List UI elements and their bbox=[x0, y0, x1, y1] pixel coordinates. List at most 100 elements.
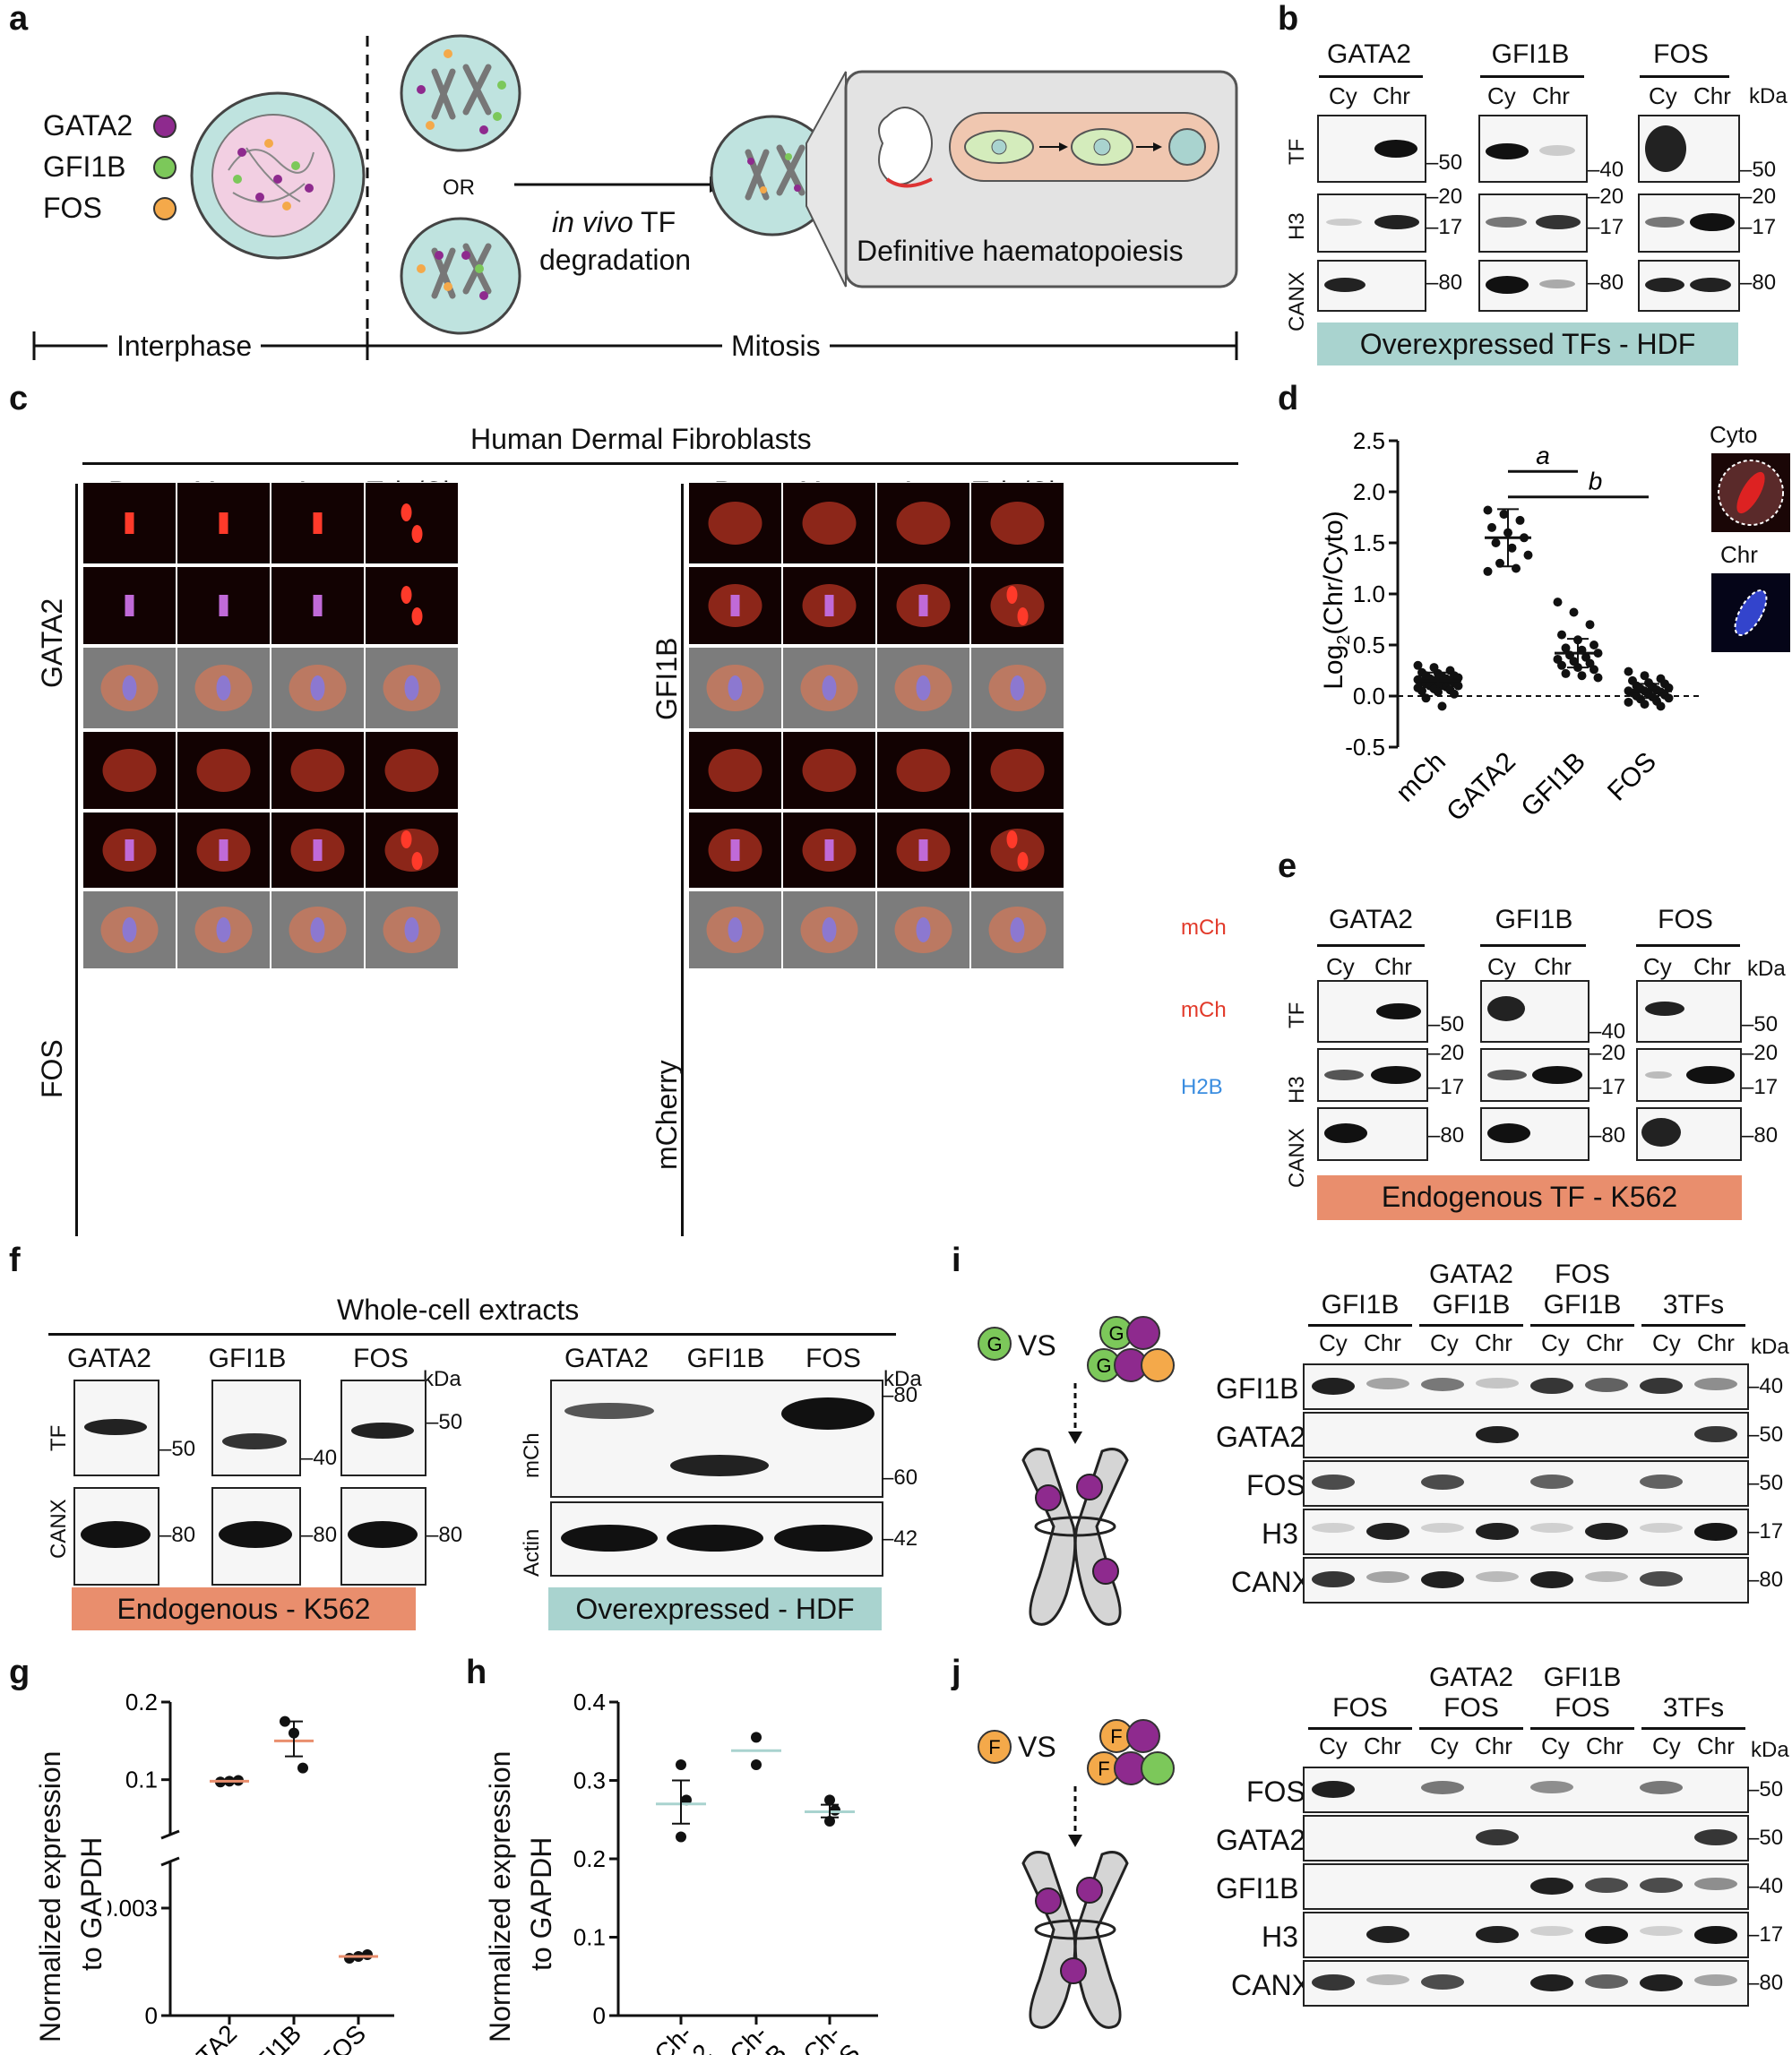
frac-chr: Chr bbox=[1532, 82, 1570, 109]
frac-cy: Cy bbox=[1487, 953, 1516, 980]
inset-cyto-image bbox=[1711, 453, 1790, 532]
d-point bbox=[1413, 660, 1423, 670]
h-xlabel: mCh-GFI1B bbox=[702, 2019, 791, 2055]
blot-k562-gata2-canx bbox=[73, 1487, 159, 1586]
panel-label-c: c bbox=[9, 380, 29, 417]
d-point bbox=[1590, 641, 1598, 649]
frac-cy: Cy bbox=[1329, 82, 1357, 109]
frac-chr: Chr bbox=[1364, 1733, 1401, 1759]
d-point bbox=[1640, 700, 1650, 709]
tf-header-gata2: GATA2 bbox=[564, 1344, 649, 1373]
micrograph-tile bbox=[782, 731, 876, 810]
frac-chr: Chr bbox=[1374, 953, 1412, 980]
micrograph-tile bbox=[82, 890, 177, 969]
hdf-title: Human Dermal Fibroblasts bbox=[470, 423, 812, 455]
micrograph-tile bbox=[271, 482, 365, 564]
band bbox=[1694, 1829, 1737, 1845]
frac-chr: Chr bbox=[1475, 1733, 1512, 1759]
blot-gfi1b-h3 bbox=[1478, 193, 1588, 253]
frac-cy: Cy bbox=[1541, 1733, 1570, 1759]
d-xlabel: mCh bbox=[1391, 747, 1452, 808]
d-point bbox=[1561, 643, 1571, 653]
banner-endogenous-k562: Endogenous TF - K562 bbox=[1317, 1175, 1742, 1220]
micrograph-tile bbox=[271, 566, 365, 645]
band bbox=[1640, 1878, 1683, 1893]
panel-label-a: a bbox=[9, 0, 29, 38]
mw-label: –50 bbox=[1747, 1423, 1784, 1447]
blot-gata2-canx bbox=[1317, 260, 1426, 312]
d-point bbox=[1523, 550, 1533, 560]
chromosome-diagram-j: F F F bbox=[978, 1719, 1175, 2029]
svg-text:F: F bbox=[1098, 1758, 1109, 1780]
blot-gfi1b-tf bbox=[1478, 115, 1588, 183]
band bbox=[1640, 1378, 1683, 1394]
band bbox=[1312, 1475, 1355, 1490]
haematopoiesis-label: Definitive haematopoiesis bbox=[857, 235, 1184, 267]
mw-label: –17 bbox=[1426, 215, 1463, 239]
d-point bbox=[1593, 673, 1603, 683]
micrograph-tile bbox=[970, 647, 1064, 729]
frac-cy: Cy bbox=[1326, 953, 1355, 980]
d-xlabel: GATA2 bbox=[1441, 747, 1521, 828]
blot-gata2-h3 bbox=[1317, 193, 1426, 253]
kda-label: kDa bbox=[1749, 84, 1788, 108]
band bbox=[1694, 1426, 1737, 1442]
blot-hdf-actin bbox=[550, 1501, 883, 1577]
band bbox=[1421, 1378, 1464, 1391]
vs-label: VS bbox=[1018, 1731, 1056, 1763]
band bbox=[1640, 1781, 1683, 1794]
row-label: H3 bbox=[1262, 1518, 1298, 1550]
frac-cy: Cy bbox=[1430, 1733, 1459, 1759]
micrograph-tile bbox=[970, 890, 1064, 969]
icon-letter-g: G bbox=[986, 1333, 1002, 1355]
panel-label-j: j bbox=[952, 1654, 961, 1691]
legend-gata2: GATA2 bbox=[43, 109, 134, 142]
micrograph-tile bbox=[177, 647, 271, 729]
group-header: FOS bbox=[1332, 1693, 1388, 1723]
mw-label: –80 bbox=[1428, 1123, 1465, 1148]
band bbox=[1366, 1974, 1409, 1985]
micrograph-tile bbox=[177, 482, 271, 564]
micrograph-tile bbox=[688, 566, 782, 645]
frac-chr: Chr bbox=[1373, 82, 1410, 109]
mw-label: –17 bbox=[1747, 1519, 1784, 1543]
h-ytick: 0.4 bbox=[573, 1689, 606, 1715]
mw-label: –80 bbox=[1590, 1123, 1626, 1148]
micrograph-tile bbox=[271, 812, 365, 889]
band bbox=[1585, 1378, 1628, 1392]
blot-hdf-mch bbox=[550, 1380, 883, 1498]
g-xlabel: GATA2 bbox=[167, 2019, 242, 2055]
channel-label-mch: mCh bbox=[1181, 998, 1227, 1022]
d-point bbox=[1624, 697, 1633, 707]
legend-fos: FOS bbox=[43, 192, 102, 224]
d-point bbox=[1421, 693, 1431, 703]
mw-label: –20 bbox=[1588, 185, 1624, 209]
micrograph-tile bbox=[82, 812, 177, 889]
row-label: GFI1B bbox=[1216, 1372, 1299, 1405]
mw-label: –50 bbox=[159, 1437, 196, 1461]
blot-fos-tf bbox=[1638, 115, 1740, 183]
d-point bbox=[1569, 607, 1579, 617]
micrograph-tile bbox=[82, 731, 177, 810]
band bbox=[1421, 1571, 1464, 1588]
g-ytick: 0.2 bbox=[125, 1689, 158, 1715]
d-point bbox=[1512, 563, 1521, 573]
mw-label: –50 bbox=[1740, 158, 1777, 182]
blot-fos-canx bbox=[1636, 1107, 1742, 1161]
panel-label-g: g bbox=[9, 1654, 30, 1691]
mw-label: –40 bbox=[1747, 1874, 1784, 1898]
mw-label: –17 bbox=[1590, 1075, 1626, 1099]
d-point bbox=[1624, 666, 1633, 676]
blot-fos-h3 bbox=[1636, 1048, 1742, 1102]
band bbox=[1312, 1571, 1355, 1587]
group-label-mcherry: mCherry bbox=[650, 1060, 683, 1170]
d-ylabel: Log2(Chr/Cyto) bbox=[1319, 511, 1354, 690]
panel-label-d: d bbox=[1278, 380, 1299, 417]
band bbox=[1530, 1781, 1573, 1793]
frac-chr: Chr bbox=[1693, 82, 1731, 109]
band bbox=[1476, 1523, 1519, 1540]
